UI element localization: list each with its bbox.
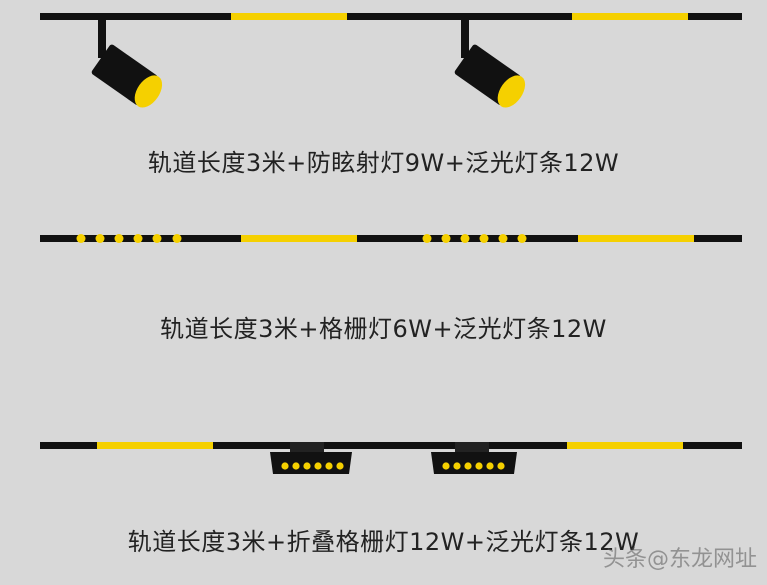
flood-light-strip: [567, 442, 683, 449]
flood-light-strip: [578, 235, 694, 242]
flood-light-strip: [241, 235, 357, 242]
panel-2: [40, 234, 742, 243]
spotlight-icon: [91, 20, 163, 108]
flood-light-strip: [97, 442, 213, 449]
grille-light-dots: [422, 234, 527, 243]
track-rail: [40, 235, 742, 242]
flood-light-strip: [231, 13, 347, 20]
track-rail: [40, 442, 742, 449]
watermark: 头条@东龙网址: [602, 547, 757, 572]
spotlight-icon: [454, 20, 526, 108]
panel-1-caption: 轨道长度3米+防眩射灯9W+泛光灯条12W: [147, 149, 620, 177]
panel-3: [40, 442, 742, 474]
grille-light-dots: [76, 234, 182, 243]
flood-light-strip: [572, 13, 688, 20]
folding-grille-light-icon: [270, 442, 352, 474]
panel-3-caption: 轨道长度3米+折叠格栅灯12W+泛光灯条12W: [127, 528, 640, 556]
panel-1: [40, 13, 742, 108]
track-rail: [40, 13, 742, 20]
panel-2-caption: 轨道长度3米+格栅灯6W+泛光灯条12W: [160, 315, 607, 343]
folding-grille-light-icon: [431, 442, 517, 474]
